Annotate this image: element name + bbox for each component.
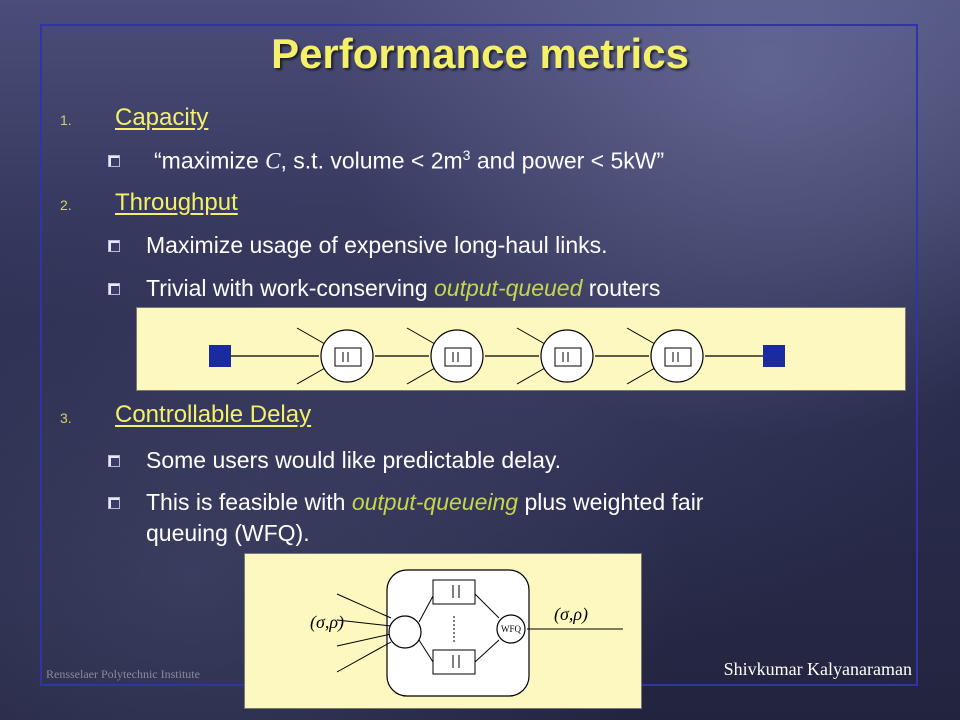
bullet-text: Trivial with work-conserving output-queu… (146, 275, 661, 301)
input-switch (388, 615, 422, 649)
bullet-square-icon (108, 155, 120, 167)
section-heading-controllable-delay: Controllable Delay (115, 401, 312, 428)
queue-top (432, 579, 476, 605)
bullet-square-icon (108, 283, 120, 295)
bullet-text: “maximize C, s.t. volume < 2m3 and power… (154, 147, 665, 174)
section-number: 1. (60, 112, 72, 128)
bullet-square-icon (108, 240, 120, 252)
bullet-text: This is feasible with output-queueing pl… (146, 489, 704, 515)
bullet-square-icon (108, 497, 120, 509)
section-heading-throughput: Throughput (115, 189, 238, 216)
input-sigma-rho-label: (σ,ρ) (310, 612, 344, 633)
slide-title: Performance metrics (271, 30, 689, 77)
bullet-text: Some users would like predictable delay. (146, 447, 562, 473)
section-number: 3. (60, 410, 72, 426)
router-chain-diagram (136, 307, 906, 391)
bullet-square-icon (108, 455, 120, 467)
wfq-diagram: WFQ (σ,ρ) (σ,ρ) (244, 553, 642, 709)
bullet-text-continuation: queuing (WFQ). (146, 520, 310, 546)
router-node (296, 327, 374, 385)
section-number: 2. (60, 197, 72, 213)
router-node (406, 327, 484, 385)
section-heading-capacity: Capacity (115, 104, 209, 131)
router-chain-svg (209, 327, 785, 385)
wfq-label: WFQ (501, 624, 522, 634)
footer-institution: Rensselaer Polytechnic Institute (46, 667, 200, 681)
router-node (516, 327, 594, 385)
source-node (209, 345, 231, 367)
queue-bottom (432, 649, 476, 675)
wfq-scheduler (496, 614, 526, 644)
output-sigma-rho-label: (σ,ρ) (554, 604, 588, 625)
router-box (386, 569, 530, 697)
bullet-text: Maximize usage of expensive long-haul li… (146, 232, 608, 258)
sink-node (763, 345, 785, 367)
footer-author: Shivkumar Kalyanaraman (723, 659, 912, 679)
router-node (626, 327, 704, 385)
wfq-svg: WFQ (σ,ρ) (σ,ρ) (310, 569, 623, 697)
